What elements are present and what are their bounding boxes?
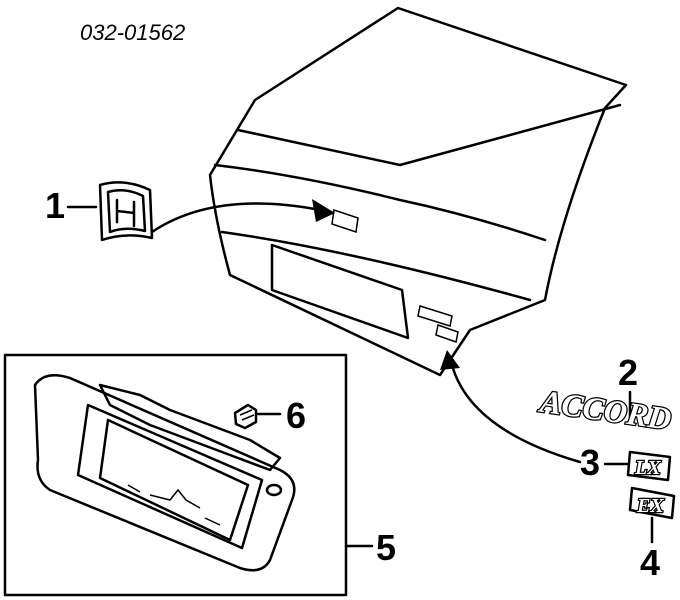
lx-emblem-frame (626, 450, 672, 482)
callout-1: 1 (45, 185, 65, 226)
arrow-emblem-mount (150, 199, 335, 234)
honda-emblem (98, 181, 154, 242)
lx-emblem: LX (634, 457, 661, 479)
license-garnish (33, 373, 296, 572)
inset-box (3, 353, 348, 597)
callout-3: 3 (580, 442, 600, 483)
clip-part (233, 403, 258, 430)
callout-6: 6 (286, 395, 306, 436)
ex-emblem-frame (628, 486, 676, 520)
part-number: 032-01562 (80, 20, 185, 45)
ex-emblem: EX (636, 495, 664, 517)
accord-emblem: ACCORD (536, 383, 673, 437)
callout-5: 5 (376, 527, 396, 568)
trunk-lid (208, 6, 628, 377)
callout-4: 4 (640, 542, 660, 583)
callout-2: 2 (618, 352, 638, 393)
arrow-trim-emblem (440, 350, 582, 464)
